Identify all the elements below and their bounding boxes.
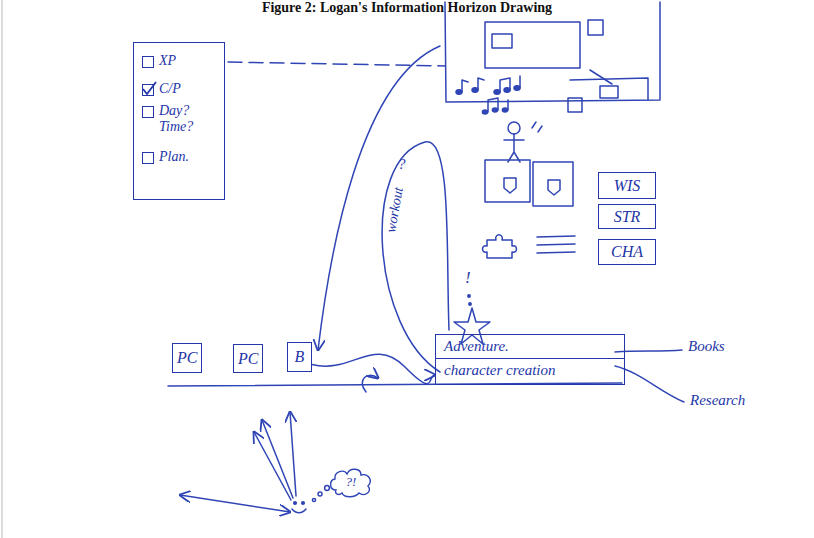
- question-mark: ?: [398, 156, 406, 173]
- b-box: B: [287, 342, 312, 372]
- adventure-box: Adventure.character creation: [435, 334, 625, 385]
- box-text: PC: [238, 350, 258, 368]
- figure-title: Figure 2: Logan's Information Horizon Dr…: [0, 0, 814, 16]
- box-text: character creation: [436, 358, 624, 382]
- checkbox: [142, 56, 154, 68]
- checklist-text: Day? Time?: [159, 103, 218, 135]
- checklist-item: C/P: [142, 81, 218, 97]
- box-text: STR: [614, 208, 641, 226]
- checklist-item: Day? Time?: [142, 103, 218, 135]
- checklist-box: XP C/P Day? Time? Plan.: [133, 42, 225, 200]
- stat-box: STR: [598, 204, 656, 229]
- checkbox: [142, 84, 154, 96]
- connector-arrow: [312, 354, 435, 383]
- check-mark: [141, 81, 157, 97]
- box-text: ?!: [346, 474, 357, 490]
- checklist-text: XP: [159, 53, 176, 69]
- checklist-text: C/P: [159, 81, 181, 97]
- box-text: CHA: [611, 243, 643, 261]
- pc-box: PC: [172, 343, 202, 373]
- box-text: WIS: [614, 177, 641, 195]
- books-label: Books: [688, 338, 725, 355]
- stat-box: CHA: [598, 239, 656, 265]
- checkbox: [142, 106, 154, 118]
- box-text: B: [295, 348, 305, 366]
- stat-box: WIS: [598, 172, 656, 199]
- checklist-text: Plan.: [159, 149, 189, 165]
- checkbox: [142, 152, 154, 164]
- box-heading: Adventure.: [436, 335, 624, 358]
- research-label: Research: [690, 392, 745, 409]
- pc-box: PC: [233, 344, 263, 373]
- exclamation-mark: !: [465, 268, 471, 288]
- checklist-item: XP: [142, 53, 218, 69]
- thought-bubble: ?!: [328, 466, 374, 498]
- checklist-item: Plan.: [142, 149, 218, 165]
- box-text: PC: [177, 349, 197, 367]
